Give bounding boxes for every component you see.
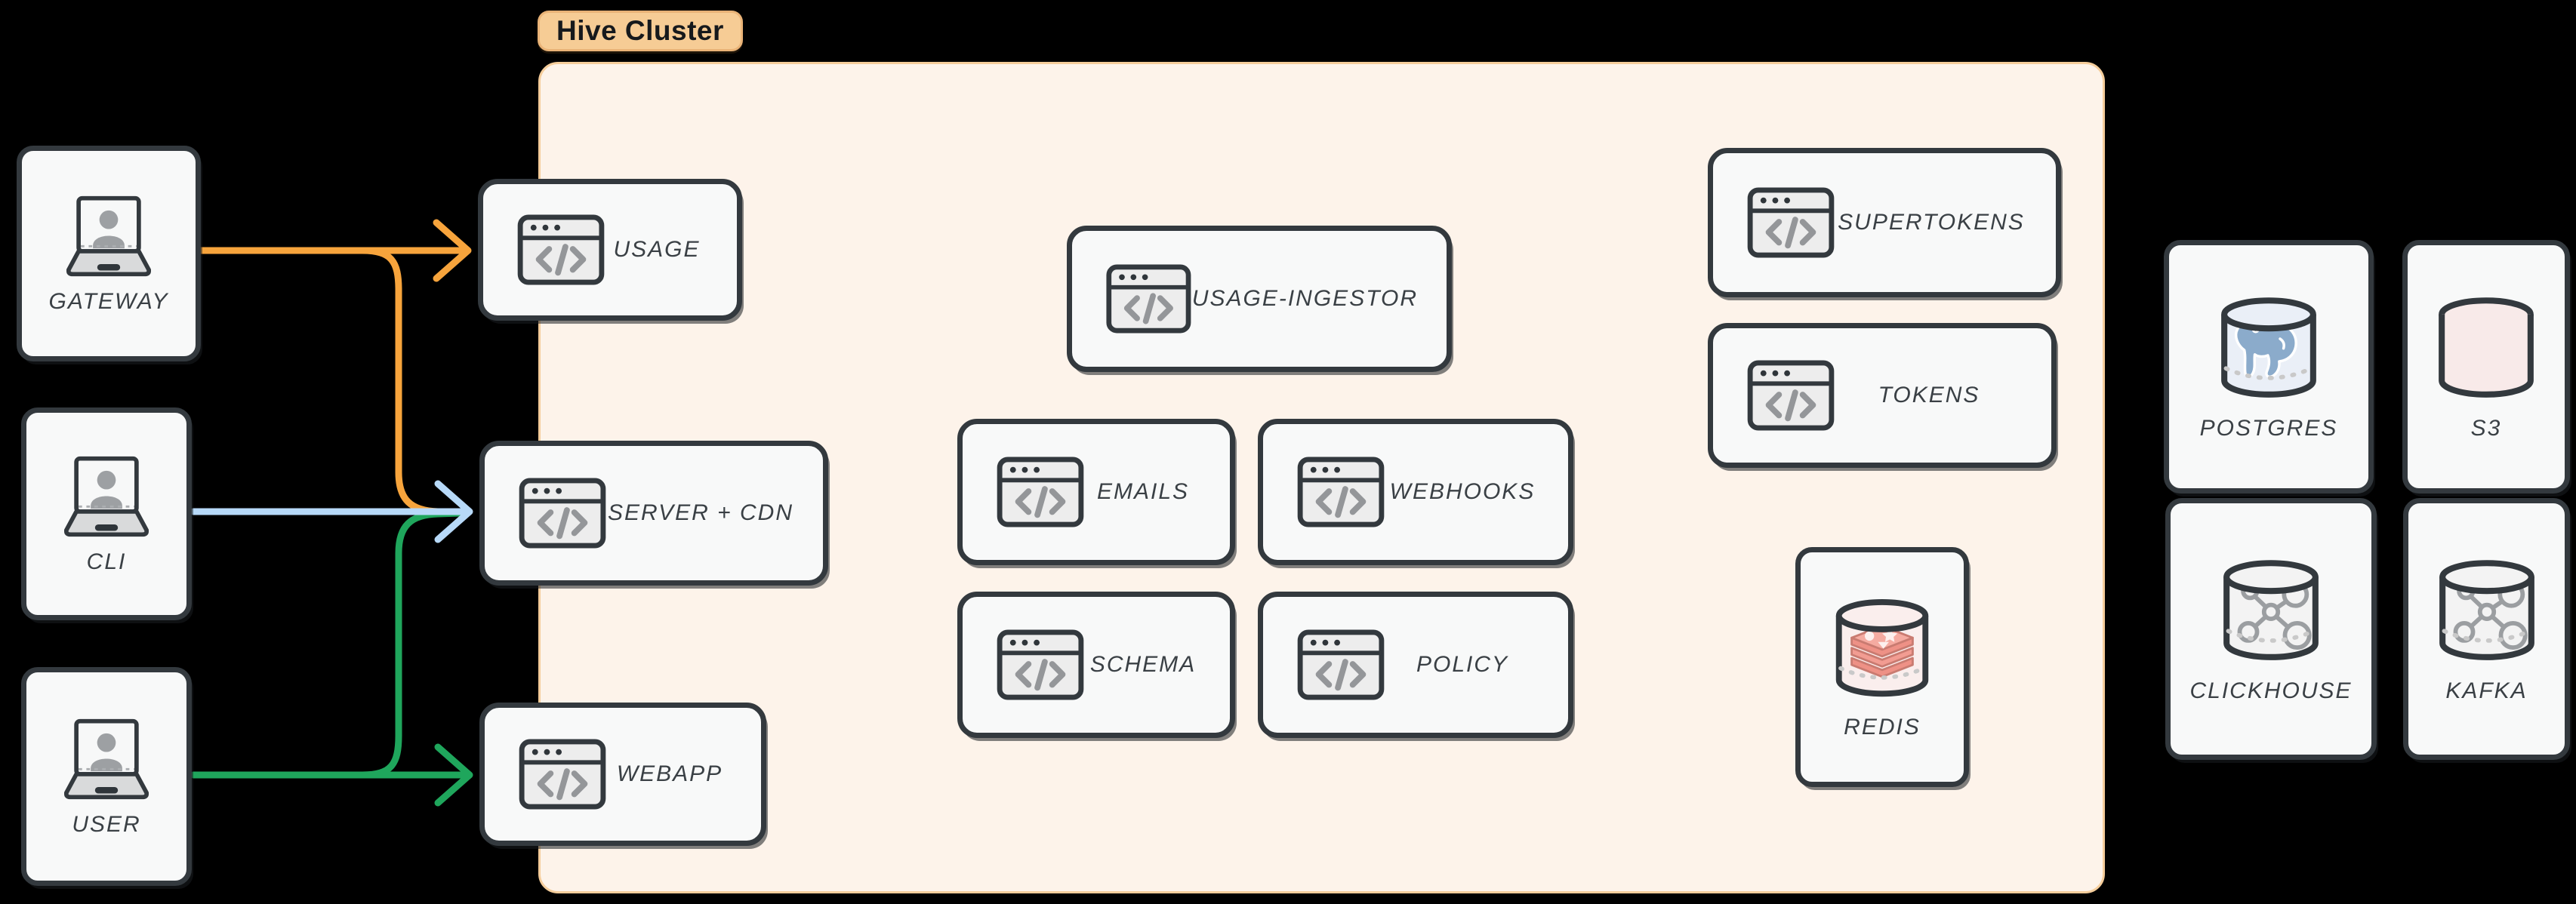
node-cli: CLI (21, 407, 192, 620)
edge-gateway-server-cdn (359, 247, 464, 515)
code-window-icon (518, 738, 607, 810)
node-kafka: KAFKA (2403, 498, 2570, 760)
node-clickhouse-label: CLICKHOUSE (2189, 678, 2353, 703)
node-webapp: WEBAPP (479, 703, 766, 846)
arrowhead-server-cdn (434, 480, 473, 543)
node-gateway: GATEWAY (17, 146, 201, 361)
node-usage-ingestor: USAGE-INGESTOR (1067, 226, 1452, 372)
laptop-user-icon (49, 717, 164, 801)
code-window-icon (996, 629, 1085, 701)
code-window-icon (996, 456, 1085, 528)
code-window-icon (516, 214, 605, 286)
node-s3-label: S3 (2470, 416, 2502, 441)
node-server-cdn-label: SERVER + CDN (607, 500, 793, 525)
node-user-label: USER (72, 812, 141, 837)
node-webapp-label: WEBAPP (616, 761, 723, 786)
node-usage-label: USAGE (613, 237, 701, 262)
node-tokens-label: TOKENS (1878, 383, 1980, 407)
code-window-icon (518, 477, 607, 549)
node-emails-label: EMAILS (1096, 479, 1190, 504)
node-webhooks-label: WEBHOOKS (1389, 479, 1536, 504)
node-clickhouse: CLICKHOUSE (2165, 498, 2377, 760)
redis-database-icon (1835, 599, 1929, 697)
node-policy-label: POLICY (1416, 652, 1509, 677)
node-postgres-label: POSTGRES (2199, 416, 2338, 441)
node-emails: EMAILS (957, 419, 1235, 565)
laptop-user-icon (49, 454, 164, 539)
node-kafka-label: KAFKA (2445, 678, 2528, 703)
edge-user-server-cdn (359, 509, 464, 779)
code-window-icon (1296, 456, 1385, 528)
node-usage: USAGE (478, 179, 742, 321)
code-window-icon (1105, 263, 1192, 335)
code-window-icon (1746, 186, 1835, 259)
node-s3: S3 (2402, 240, 2570, 494)
postgres-database-icon (2221, 297, 2316, 398)
node-gateway-label: GATEWAY (48, 289, 169, 314)
node-webhooks: WEBHOOKS (1258, 419, 1573, 565)
node-policy: POLICY (1258, 592, 1573, 738)
node-schema: SCHEMA (957, 592, 1235, 738)
s3-storage-icon (2439, 297, 2534, 398)
node-usage-ingestor-label: USAGE-INGESTOR (1191, 286, 1418, 311)
node-server-cdn: SERVER + CDN (479, 441, 828, 586)
node-schema-label: SCHEMA (1089, 652, 1197, 677)
node-supertokens-label: SUPERTOKENS (1838, 210, 2025, 235)
network-nodes-database-icon (2439, 559, 2534, 660)
laptop-user-icon (51, 194, 166, 278)
node-supertokens: SUPERTOKENS (1708, 148, 2061, 297)
code-window-icon (1296, 629, 1385, 701)
arrowhead-webapp (434, 743, 473, 807)
node-redis-label: REDIS (1844, 715, 1921, 739)
node-tokens: TOKENS (1708, 323, 2057, 468)
node-user: USER (21, 667, 192, 886)
node-postgres: POSTGRES (2164, 240, 2374, 494)
hive-cluster-label: Hive Cluster (538, 11, 743, 51)
node-redis: REDIS (1795, 547, 1969, 787)
network-nodes-database-icon (2223, 559, 2319, 660)
node-cli-label: CLI (86, 549, 127, 574)
arrowhead-usage (433, 219, 472, 282)
code-window-icon (1746, 359, 1835, 432)
